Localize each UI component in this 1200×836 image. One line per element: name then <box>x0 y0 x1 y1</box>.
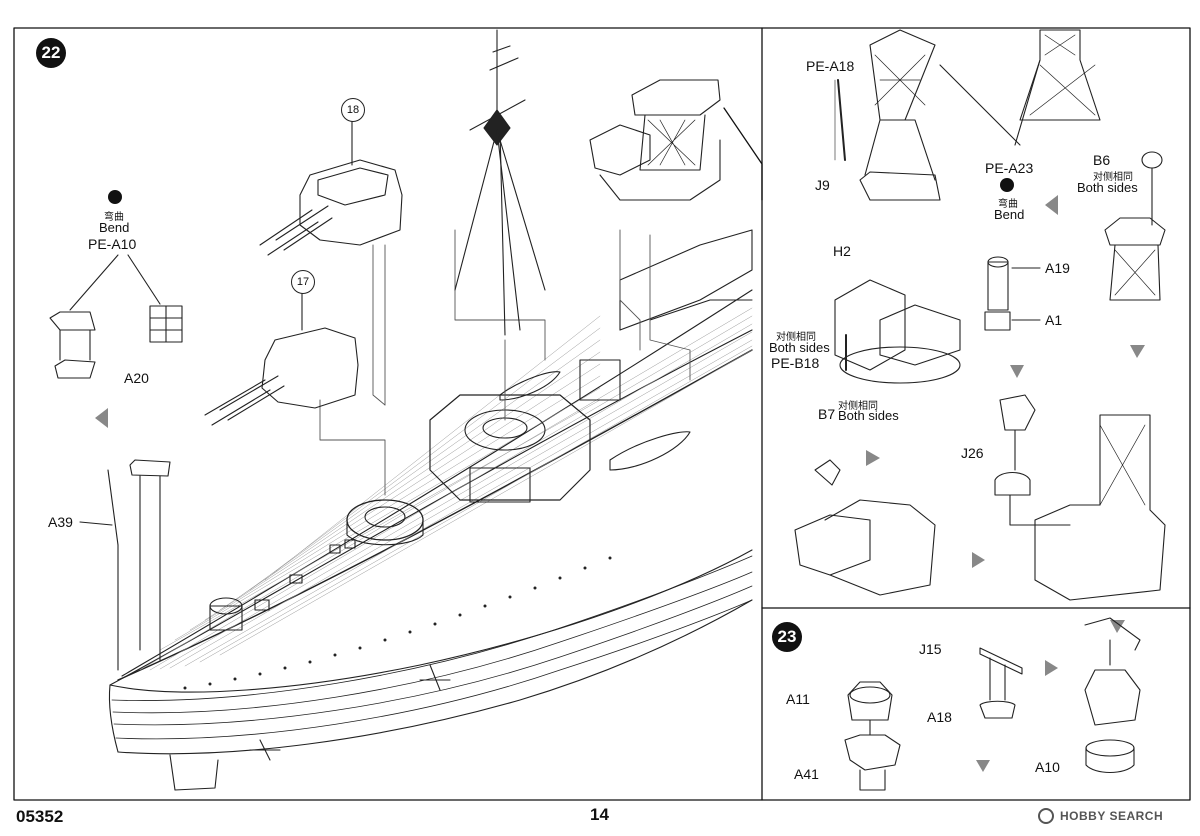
watermark-text: HOBBY SEARCH <box>1060 809 1164 823</box>
part-label-b6: B6 <box>1093 152 1111 168</box>
inset-h2-deckhouse <box>834 279 961 384</box>
part-label-j26: J26 <box>961 445 984 461</box>
inset-j26-assembly <box>994 394 1166 601</box>
forward-tower-illustration <box>589 79 721 201</box>
turret-17-illustration <box>204 291 359 426</box>
inset-b7-gun-platform <box>794 459 936 596</box>
inset-bend-label: Bend <box>994 207 1025 222</box>
part-label-a1: A1 <box>1045 312 1063 328</box>
watermark-logo: HOBBY SEARCH <box>1038 806 1188 828</box>
part-label-b7: B7 <box>818 406 836 422</box>
step23-illustration <box>844 617 1141 791</box>
part-label-pe-a18: PE-A18 <box>806 58 855 74</box>
part-label-pe-a10: PE-A10 <box>88 236 137 252</box>
inset-b6-tower <box>1104 151 1166 301</box>
pe-b18-both-sides-cn: 对侧相同 <box>776 332 816 343</box>
inset-a19-a1 <box>984 256 1041 331</box>
part-label-j15: J15 <box>919 641 942 657</box>
a39-mast-illustration <box>79 459 171 671</box>
part-label-a19: A19 <box>1045 260 1070 276</box>
step-23-badge: 23 <box>772 622 802 652</box>
part-label-a11: A11 <box>786 691 810 707</box>
watermark-icon <box>1038 808 1054 824</box>
part-label-pe-b18: PE-B18 <box>771 355 820 371</box>
b7-both-sides: Both sides <box>838 408 899 423</box>
pe-a10-parts-illustration <box>49 254 183 379</box>
part-label-a10: A10 <box>1035 759 1060 775</box>
inset-bend-icon <box>1000 178 1014 192</box>
b7-both-sides-cn: 对侧相同 <box>838 401 878 412</box>
step-22-badge: 22 <box>36 38 66 68</box>
turret-18-illustration <box>259 119 403 256</box>
part-label-h2: H2 <box>833 243 851 259</box>
turret-18-callout: 18 <box>341 98 365 122</box>
bend-label: Bend <box>99 220 130 235</box>
inset-lattice-tower <box>834 29 1101 201</box>
part-label-j9: J9 <box>815 177 830 193</box>
bend-label-cn: 弯曲 <box>104 212 124 223</box>
turret-17-callout: 17 <box>291 270 315 294</box>
step22-arrows <box>95 195 1145 772</box>
part-label-pe-a23: PE-A23 <box>985 160 1034 176</box>
page-number: 14 <box>590 805 609 824</box>
ship-hull-illustration <box>108 229 753 791</box>
mast-illustration <box>454 29 546 336</box>
b6-both-sides: Both sides <box>1077 180 1138 195</box>
pe-b18-both-sides: Both sides <box>769 340 830 355</box>
part-label-a20: A20 <box>124 370 149 386</box>
part-label-a39: A39 <box>48 514 73 530</box>
part-label-a41: A41 <box>794 766 819 782</box>
b6-both-sides-cn: 对侧相同 <box>1093 172 1133 183</box>
inset-bend-label-cn: 弯曲 <box>998 199 1018 210</box>
panel-borders <box>13 27 1191 801</box>
bend-icon <box>108 190 122 204</box>
product-code: 05352 <box>16 807 64 826</box>
part-label-a18: A18 <box>927 709 952 725</box>
